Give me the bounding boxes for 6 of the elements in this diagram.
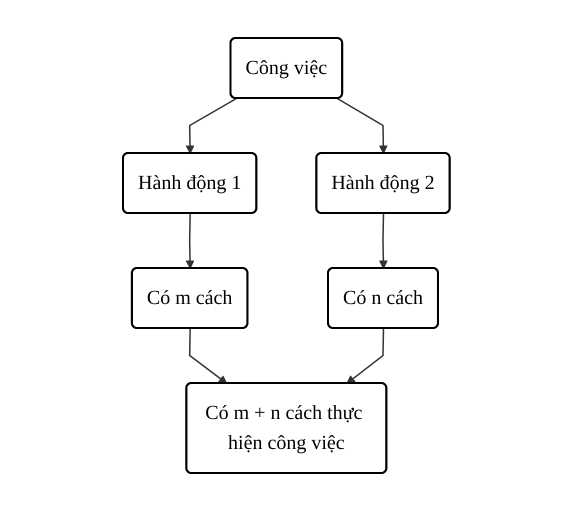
arrow (336, 98, 388, 154)
arrow (346, 328, 384, 384)
arrow (185, 213, 194, 269)
arrow (378, 213, 388, 269)
arrow (188, 328, 227, 384)
arrow (185, 98, 236, 154)
